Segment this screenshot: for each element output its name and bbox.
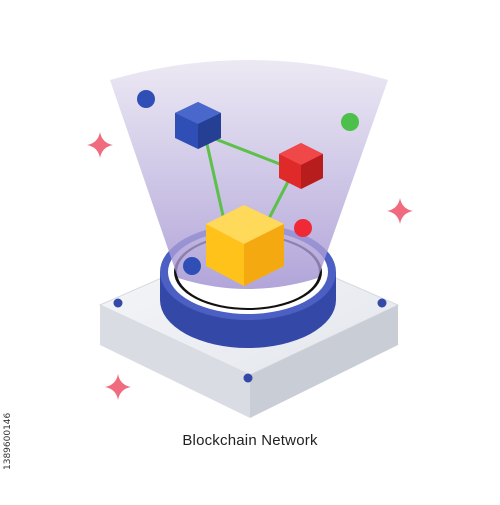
sparkle-icon: [387, 198, 413, 224]
base-bolt-front: [243, 373, 253, 383]
link-blue-red: [203, 133, 292, 170]
base-bolt-right: [377, 298, 387, 308]
stock-image-id: 1389600146: [3, 412, 13, 470]
dot-green: [341, 113, 359, 131]
sparkle-icon: [87, 132, 113, 158]
dot-red: [294, 219, 312, 237]
dot-blue-bottom: [183, 257, 201, 275]
caption-title: Blockchain Network: [182, 432, 318, 449]
yellow-cube-icon: [206, 205, 284, 286]
red-cube-icon: [279, 143, 323, 189]
base-bolt-left: [113, 298, 123, 308]
dot-blue-top: [137, 90, 155, 108]
sparkle-icon: [105, 374, 131, 400]
blue-cube-icon: [175, 102, 221, 149]
